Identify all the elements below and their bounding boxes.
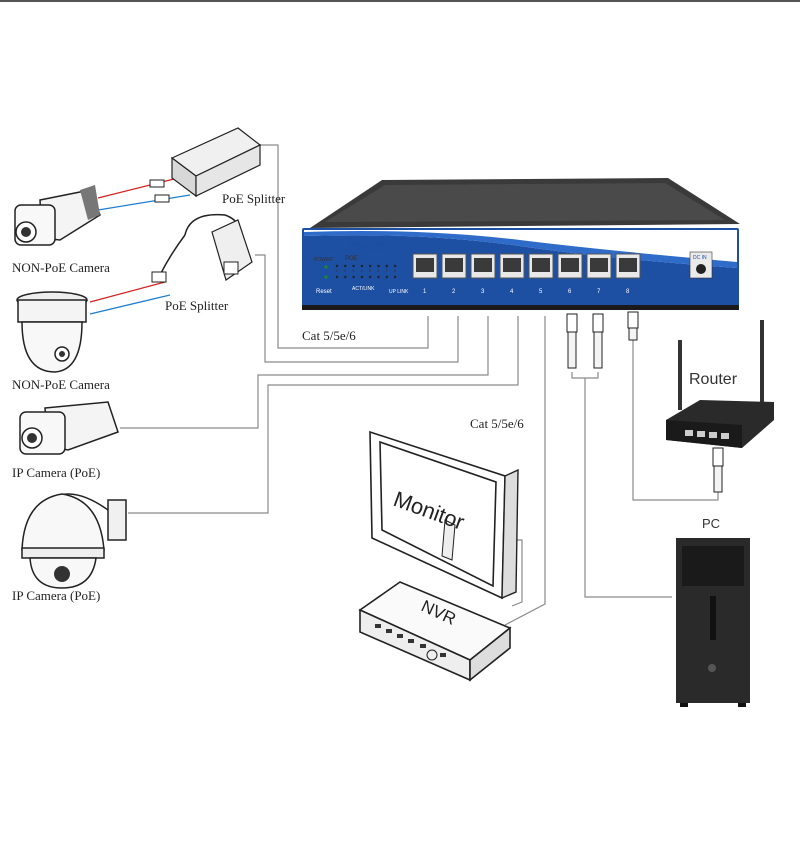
label-nonpoe-camera-2: NON-PoE Camera: [12, 377, 110, 392]
label-router: Router: [689, 371, 738, 388]
connection-wires: [89, 144, 719, 626]
monitor: [369, 430, 519, 600]
switch-reset-label: Reset: [316, 289, 332, 295]
ethernet-port-socket-icon: [590, 258, 608, 272]
link-led-icon: [377, 275, 380, 279]
label-nonpoe-camera-1: NON-PoE Camera: [12, 260, 110, 275]
port-number-label: 7: [597, 289, 601, 295]
ethernet-port-socket-icon: [561, 258, 579, 272]
link-led-icon: [393, 275, 397, 279]
label-ip-camera-2: IP Camera (PoE): [12, 588, 100, 603]
poe-led-icon: [360, 264, 364, 268]
ethernet-port-socket-icon: [503, 258, 521, 272]
link-led-icon: [385, 275, 388, 279]
led-number-label: 5: [369, 268, 372, 273]
link-led-icon: [369, 275, 372, 279]
link-led-icon: [344, 275, 347, 279]
led-number-label: 1: [336, 268, 339, 273]
led-number-label: 6: [377, 268, 380, 273]
port-number-label: 5: [539, 289, 543, 295]
ethernet-ports: 1 2 3 4 5 6 7 8: [412, 253, 641, 295]
switch-uplink-label: UP LINK: [389, 289, 409, 295]
port-number-label: 1: [423, 289, 427, 295]
port-number-label: 3: [481, 289, 485, 295]
ethernet-port-socket-icon: [445, 258, 463, 272]
power-led-icon: [324, 265, 328, 269]
switch-power-label: POWER: [314, 257, 333, 263]
port-number-label: 4: [510, 289, 514, 295]
label-pc: PC: [702, 516, 720, 531]
nonpoe-camera-1: [14, 185, 101, 246]
poe-led-icon: [377, 264, 380, 268]
poe-led-icon: [369, 264, 372, 268]
link-led-icon: [360, 275, 364, 279]
link-led-icon: [335, 275, 339, 279]
label-cable-1: Cat 5/5e/6: [302, 328, 356, 343]
label-ip-camera-1: IP Camera (PoE): [12, 465, 100, 480]
nvr: [358, 581, 512, 682]
dc-in-label: DC IN: [693, 255, 707, 261]
label-poe-splitter-top: PoE Splitter: [222, 191, 286, 206]
switch-title: POE Switch: [316, 238, 389, 253]
rj45-connectors: [566, 311, 724, 493]
led-number-label: 3: [352, 268, 355, 273]
poe-led-icon: [335, 264, 339, 268]
poe-led-icon: [344, 264, 347, 268]
led-number-label: 8: [394, 268, 397, 273]
label-poe-splitter-mid: PoE Splitter: [165, 298, 229, 313]
dc-in-icon: [696, 264, 706, 274]
label-cable-2: Cat 5/5e/6: [470, 416, 524, 431]
switch-actlink-label: ACT/LINK: [352, 286, 375, 292]
link-led-icon: [352, 275, 355, 279]
poe-led-icon: [393, 264, 397, 268]
ethernet-port-socket-icon: [474, 258, 492, 272]
port-number-label: 6: [568, 289, 572, 295]
pc-tower: [676, 538, 750, 707]
led-number-label: 7: [385, 268, 388, 273]
led-number-label: 2: [344, 268, 347, 273]
port-number-label: 2: [452, 289, 456, 295]
poe-led-icon: [385, 264, 388, 268]
poe-splitter-mid: [151, 213, 253, 283]
switch-poe-label: POE: [345, 256, 358, 262]
nonpoe-camera-2: [16, 291, 88, 373]
ethernet-port-socket-icon: [416, 258, 434, 272]
ip-camera-1: [19, 401, 119, 455]
ethernet-port-socket-icon: [532, 258, 550, 272]
poe-splitter-top: [149, 127, 262, 203]
ip-camera-2: [21, 493, 127, 589]
poe-led-icon: [352, 264, 355, 268]
status-led-icon: [324, 275, 328, 279]
led-number-label: 4: [360, 268, 363, 273]
router: [666, 320, 774, 448]
ethernet-port-socket-icon: [619, 258, 637, 272]
port-number-label: 8: [626, 289, 630, 295]
